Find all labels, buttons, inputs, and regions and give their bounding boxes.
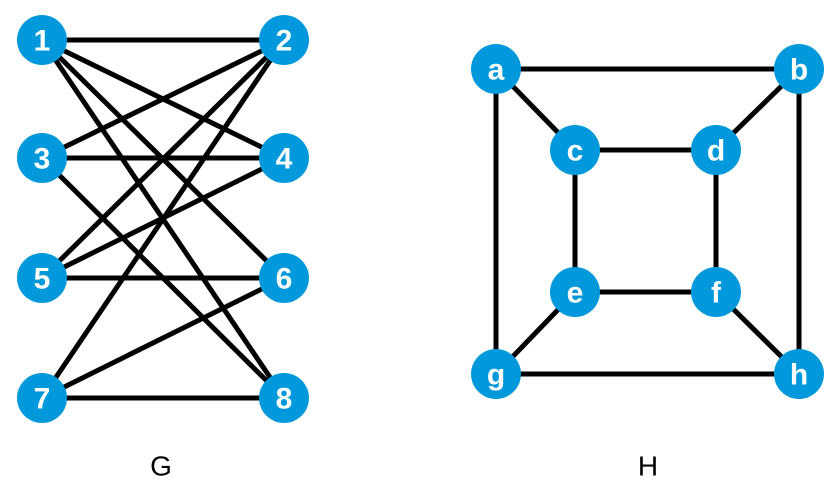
graph-node-g-5[interactable]: 5: [17, 253, 67, 303]
node-circle-7[interactable]: [17, 373, 67, 423]
node-circle-2[interactable]: [259, 15, 309, 65]
node-circle-5[interactable]: [17, 253, 67, 303]
graph-node-h-h[interactable]: h: [774, 349, 824, 399]
node-circle-8[interactable]: [259, 373, 309, 423]
node-circle-f[interactable]: [691, 267, 741, 317]
graph-edge-g-2-3: [40, 37, 286, 161]
node-circle-c[interactable]: [550, 125, 600, 175]
node-circle-d[interactable]: [691, 125, 741, 175]
graph-node-h-c[interactable]: c: [550, 125, 600, 175]
graph-node-h-e[interactable]: e: [550, 267, 600, 317]
graph-edge-g-6-7: [40, 275, 286, 401]
graph-node-g-6[interactable]: 6: [259, 253, 309, 303]
graph-caption-h: H: [638, 451, 658, 482]
node-circle-1[interactable]: [17, 15, 67, 65]
node-circle-b[interactable]: [774, 44, 824, 94]
graph-node-h-g[interactable]: g: [471, 349, 521, 399]
node-circle-a[interactable]: [471, 44, 521, 94]
node-circle-4[interactable]: [259, 133, 309, 183]
node-circle-e[interactable]: [550, 267, 600, 317]
graph-node-h-b[interactable]: b: [774, 44, 824, 94]
graph-node-g-2[interactable]: 2: [259, 15, 309, 65]
graph-node-h-f[interactable]: f: [691, 267, 741, 317]
graph-node-g-7[interactable]: 7: [17, 373, 67, 423]
node-circle-g[interactable]: [471, 349, 521, 399]
graph-node-g-1[interactable]: 1: [17, 15, 67, 65]
graph-edge-g-4-5: [40, 155, 286, 281]
nodes-layer: 1 2 3 4 5 6 7 8 a b c d e f g h: [17, 15, 824, 423]
graph-node-g-8[interactable]: 8: [259, 373, 309, 423]
graph-node-h-d[interactable]: d: [691, 125, 741, 175]
graph-node-g-3[interactable]: 3: [17, 133, 67, 183]
graph-node-h-a[interactable]: a: [471, 44, 521, 94]
node-circle-6[interactable]: [259, 253, 309, 303]
graph-caption-g: G: [150, 451, 172, 482]
node-circle-3[interactable]: [17, 133, 67, 183]
node-circle-h[interactable]: [774, 349, 824, 399]
edges-layer: [39, 37, 802, 401]
graph-node-g-4[interactable]: 4: [259, 133, 309, 183]
